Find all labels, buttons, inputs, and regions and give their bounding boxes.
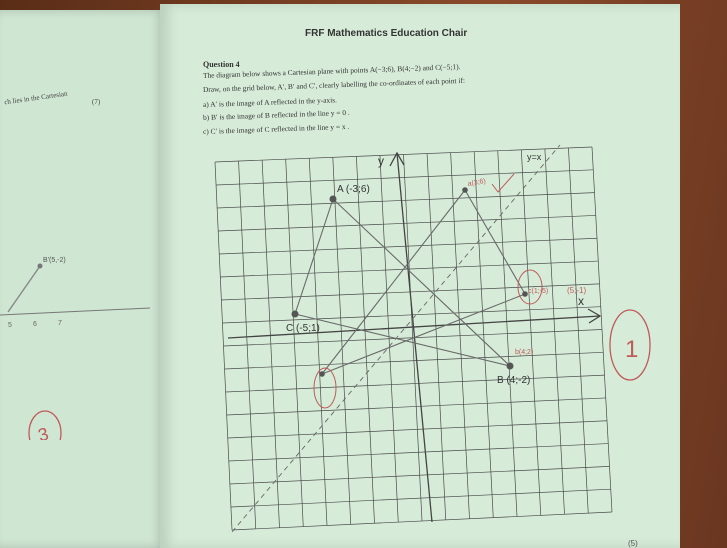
left-page-tick: 6 (33, 321, 37, 328)
point-a (329, 195, 337, 203)
handwritten-score: 1 (625, 336, 638, 363)
circle-b-prime (313, 367, 337, 409)
grid-line (473, 151, 494, 518)
handwritten-annotations: a(3;6) c(1;-5) (5;-1) b(4;2) 1 (313, 173, 651, 409)
grid-line (227, 420, 608, 439)
point-b-label: B (4;-2) (497, 375, 530, 386)
handwritten-c-prime-alt: (5;-1) (567, 286, 586, 295)
point-b (506, 362, 514, 370)
line-y-equals-x-label: y=x (527, 152, 542, 162)
grid-line (497, 150, 518, 517)
handwritten-c-prime: c(1;-5) (528, 288, 548, 295)
footer-marks: (5) (628, 539, 638, 548)
left-page-point (37, 263, 43, 269)
grid-line (426, 153, 447, 520)
x-axis-label: x (578, 294, 584, 308)
left-page-tick: 7 (58, 320, 62, 327)
grid-line (544, 148, 565, 515)
grid-line (230, 488, 611, 508)
grid-lines (214, 146, 613, 531)
original-triangle (294, 198, 511, 367)
page-header: FRF Mathematics Education Chair (305, 28, 468, 39)
grid-line (591, 146, 613, 513)
left-page-score-circle (28, 410, 62, 440)
point-c (291, 310, 299, 318)
point-c-prime (319, 371, 325, 377)
grid-line (224, 351, 604, 370)
tick-mark-a (491, 173, 515, 193)
grid-line (229, 466, 610, 485)
grid-line (228, 443, 609, 462)
left-page-point-label: B'(5,-2) (43, 257, 66, 264)
grid-line (225, 374, 605, 393)
point-b-prime (522, 291, 528, 297)
grid-line (226, 397, 606, 416)
score-circle (609, 309, 651, 381)
x-axis-arrow (587, 308, 602, 324)
image-triangle (321, 189, 526, 375)
left-page-tick: 5 (8, 322, 12, 329)
circle-c-prime (517, 269, 543, 305)
left-page-marks: (7) (92, 98, 101, 106)
grid-line (450, 152, 470, 519)
grid-line (520, 149, 542, 516)
y-axis-label: y (378, 154, 384, 168)
grid-line (231, 511, 613, 531)
point-c-label: C (-5;1) (286, 323, 320, 334)
grid-line (568, 147, 589, 514)
handwritten-b-prime: b(4;2) (515, 349, 533, 356)
left-page (0, 10, 165, 548)
point-a-label: A (-3;6) (337, 184, 370, 195)
handwritten-a-prime: a(3;6) (467, 178, 486, 188)
point-a-prime (462, 187, 468, 193)
left-page-sketch: B'(5,-2) 5 6 7 3 (0, 257, 151, 440)
question-title: Question 4 (203, 60, 240, 69)
y-axis-arrow (389, 151, 405, 167)
